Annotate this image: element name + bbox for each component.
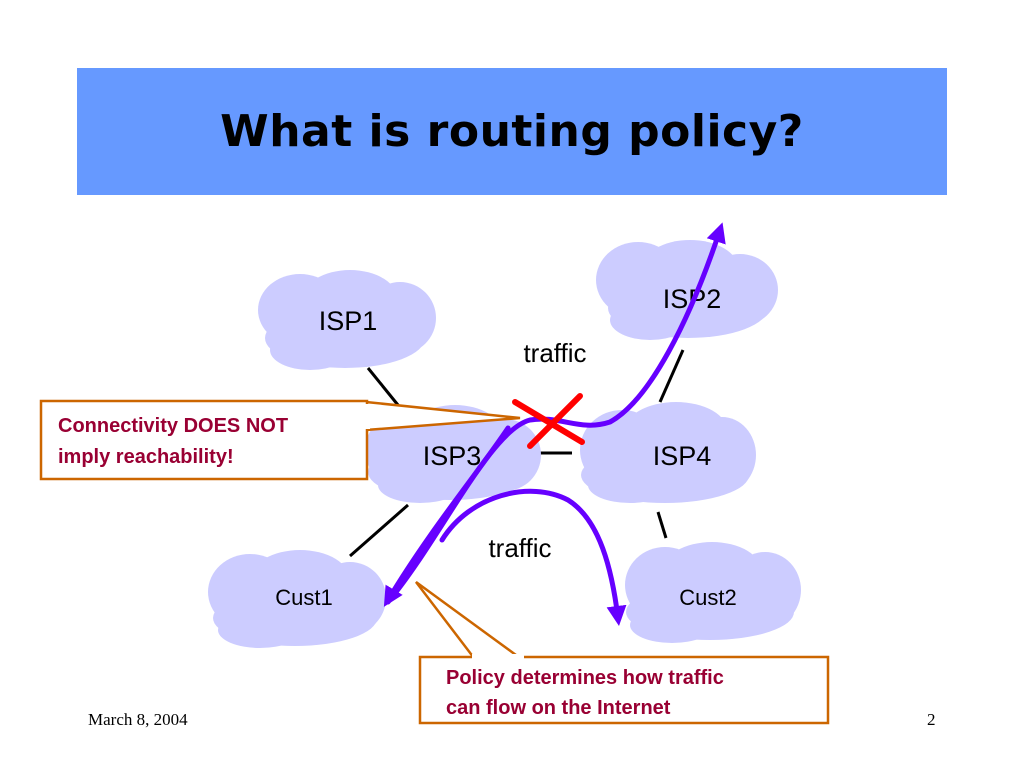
slide-title: What is routing policy? — [220, 106, 804, 157]
page-number: 2 — [927, 710, 936, 729]
blocked-x-icon — [512, 393, 585, 449]
isp3-label: ISP3 — [423, 441, 482, 471]
connectivity-callout-line2: imply reachability! — [58, 446, 234, 468]
footer-date: March 8, 2004 — [88, 710, 188, 729]
traffic-label-top: traffic — [523, 338, 586, 368]
cust1-cloud — [208, 550, 386, 648]
isp2-cloud — [596, 240, 778, 340]
isp4-label: ISP4 — [653, 441, 712, 471]
policy-callout-line2: can flow on the Internet — [446, 697, 671, 719]
connectivity-callout-box — [39, 399, 369, 481]
link-isp3-cust1 — [349, 503, 409, 558]
link-isp1-isp3 — [366, 367, 404, 411]
policy-callout-pointer — [415, 580, 524, 660]
traffic-arrow-to-cust1 — [383, 425, 511, 607]
link-isp4-cust2 — [656, 511, 668, 539]
title-bar: What is routing policy? — [77, 68, 947, 195]
policy-callout-line1: Policy determines how traffic — [446, 667, 724, 689]
link-isp2-isp4 — [658, 349, 685, 403]
isp1-label: ISP1 — [319, 306, 378, 336]
cust2-cloud — [625, 542, 801, 643]
cust2-label: Cust2 — [679, 585, 736, 610]
traffic-label-bottom: traffic — [488, 533, 551, 563]
isp3-cloud — [365, 405, 541, 503]
cust1-label: Cust1 — [275, 585, 332, 610]
isp4-cloud — [580, 402, 756, 503]
policy-callout-box — [418, 655, 830, 725]
connectivity-callout-line1: Connectivity DOES NOT — [58, 415, 288, 437]
traffic-arrow-isp3-loop — [439, 488, 627, 626]
isp1-cloud — [258, 270, 436, 370]
